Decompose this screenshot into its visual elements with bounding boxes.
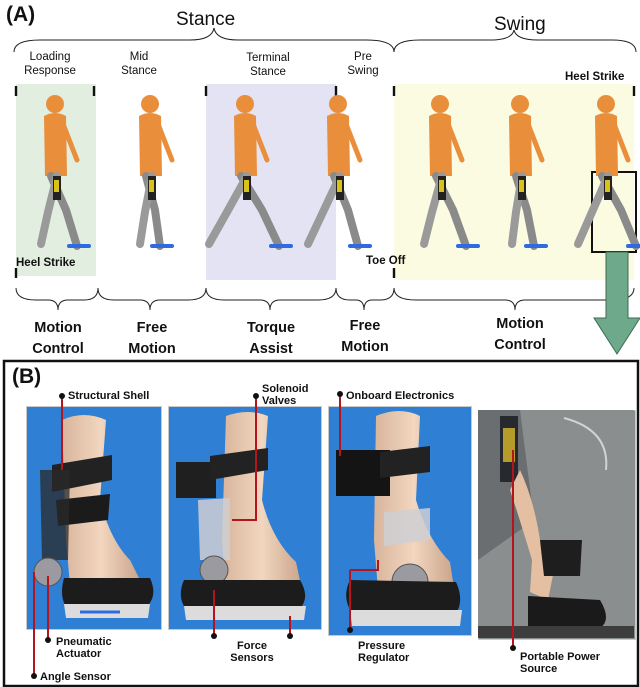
- solenoid-valves-label: Solenoid Valves: [262, 383, 314, 407]
- structural-shell-label: Structural Shell: [68, 390, 149, 402]
- pneumatic-actuator-label: Pneumatic Actuator: [56, 636, 126, 660]
- brace-model-1: [34, 415, 153, 618]
- angle-sensor-label: Angle Sensor: [40, 671, 111, 683]
- brace-model-3: [336, 411, 462, 626]
- brace-model-2: [176, 412, 306, 620]
- pressure-regulator-label: Pressure Regulator: [358, 640, 426, 664]
- walking-scene: [478, 410, 634, 638]
- force-sensors-label: Force Sensors: [222, 640, 282, 664]
- onboard-electronics-label: Onboard Electronics: [346, 390, 454, 402]
- portable-power-source-label: Portable Power Source: [520, 651, 610, 675]
